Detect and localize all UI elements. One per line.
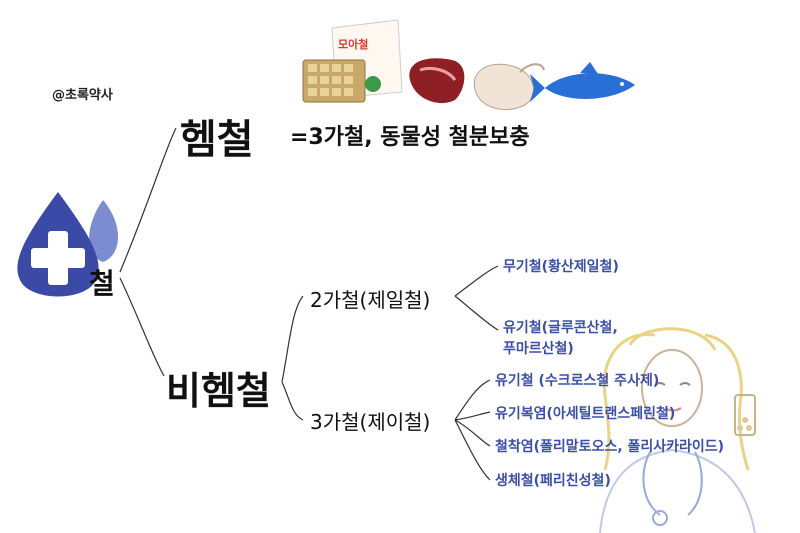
heme-iron-description: =3가철, 동물성 철분보충 xyxy=(290,125,530,150)
connector-root-nonheme xyxy=(119,277,165,377)
tree-connectors xyxy=(119,127,499,481)
ferrous-iron-label: 2가철(제일철) xyxy=(310,288,431,312)
supplement-box-label: 모아철 xyxy=(338,37,368,51)
leaf-organic-iron-line1: 유기철(글루콘산철, xyxy=(503,320,618,336)
bracket-nonheme xyxy=(281,295,304,421)
beef-icon xyxy=(409,58,465,104)
bracket-ferrous xyxy=(454,265,499,331)
pharmacist-illustration xyxy=(599,327,756,533)
iron-drop-plus-icon xyxy=(17,192,119,297)
leaf-organic-iron-line2: 푸마르산철) xyxy=(503,341,574,357)
leaf-iron-sucrose: 유기철 (수크로스철 주사제) xyxy=(495,373,660,389)
tuna-fish-icon xyxy=(530,62,635,102)
ferric-iron-label: 3가철(제이철) xyxy=(310,410,431,434)
bracket-ferric xyxy=(454,379,491,481)
leaf-organic-double-salt: 유기복염(아세틸트랜스페린철) xyxy=(495,406,676,422)
leaf-organic-iron: 유기철(글루콘산철, 푸마르산철) xyxy=(503,318,618,360)
connector-root-heme xyxy=(119,127,177,273)
leaf-iron-complex: 철착염(폴리말토오스, 폴리사카라이드) xyxy=(495,439,725,455)
non-heme-iron-label: 비헴철 xyxy=(166,369,271,413)
root-label-iron: 철 xyxy=(89,267,115,300)
chicken-icon xyxy=(473,63,545,111)
watermark: @초록약사 xyxy=(52,88,113,103)
heme-iron-label: 헴철 xyxy=(180,117,254,163)
leaf-inorganic-iron: 무기철(황산제일철) xyxy=(503,259,619,275)
leaf-biological-iron: 생체철(페리친성철) xyxy=(495,473,611,489)
supplement-box-icon: 모아철 xyxy=(302,19,403,103)
